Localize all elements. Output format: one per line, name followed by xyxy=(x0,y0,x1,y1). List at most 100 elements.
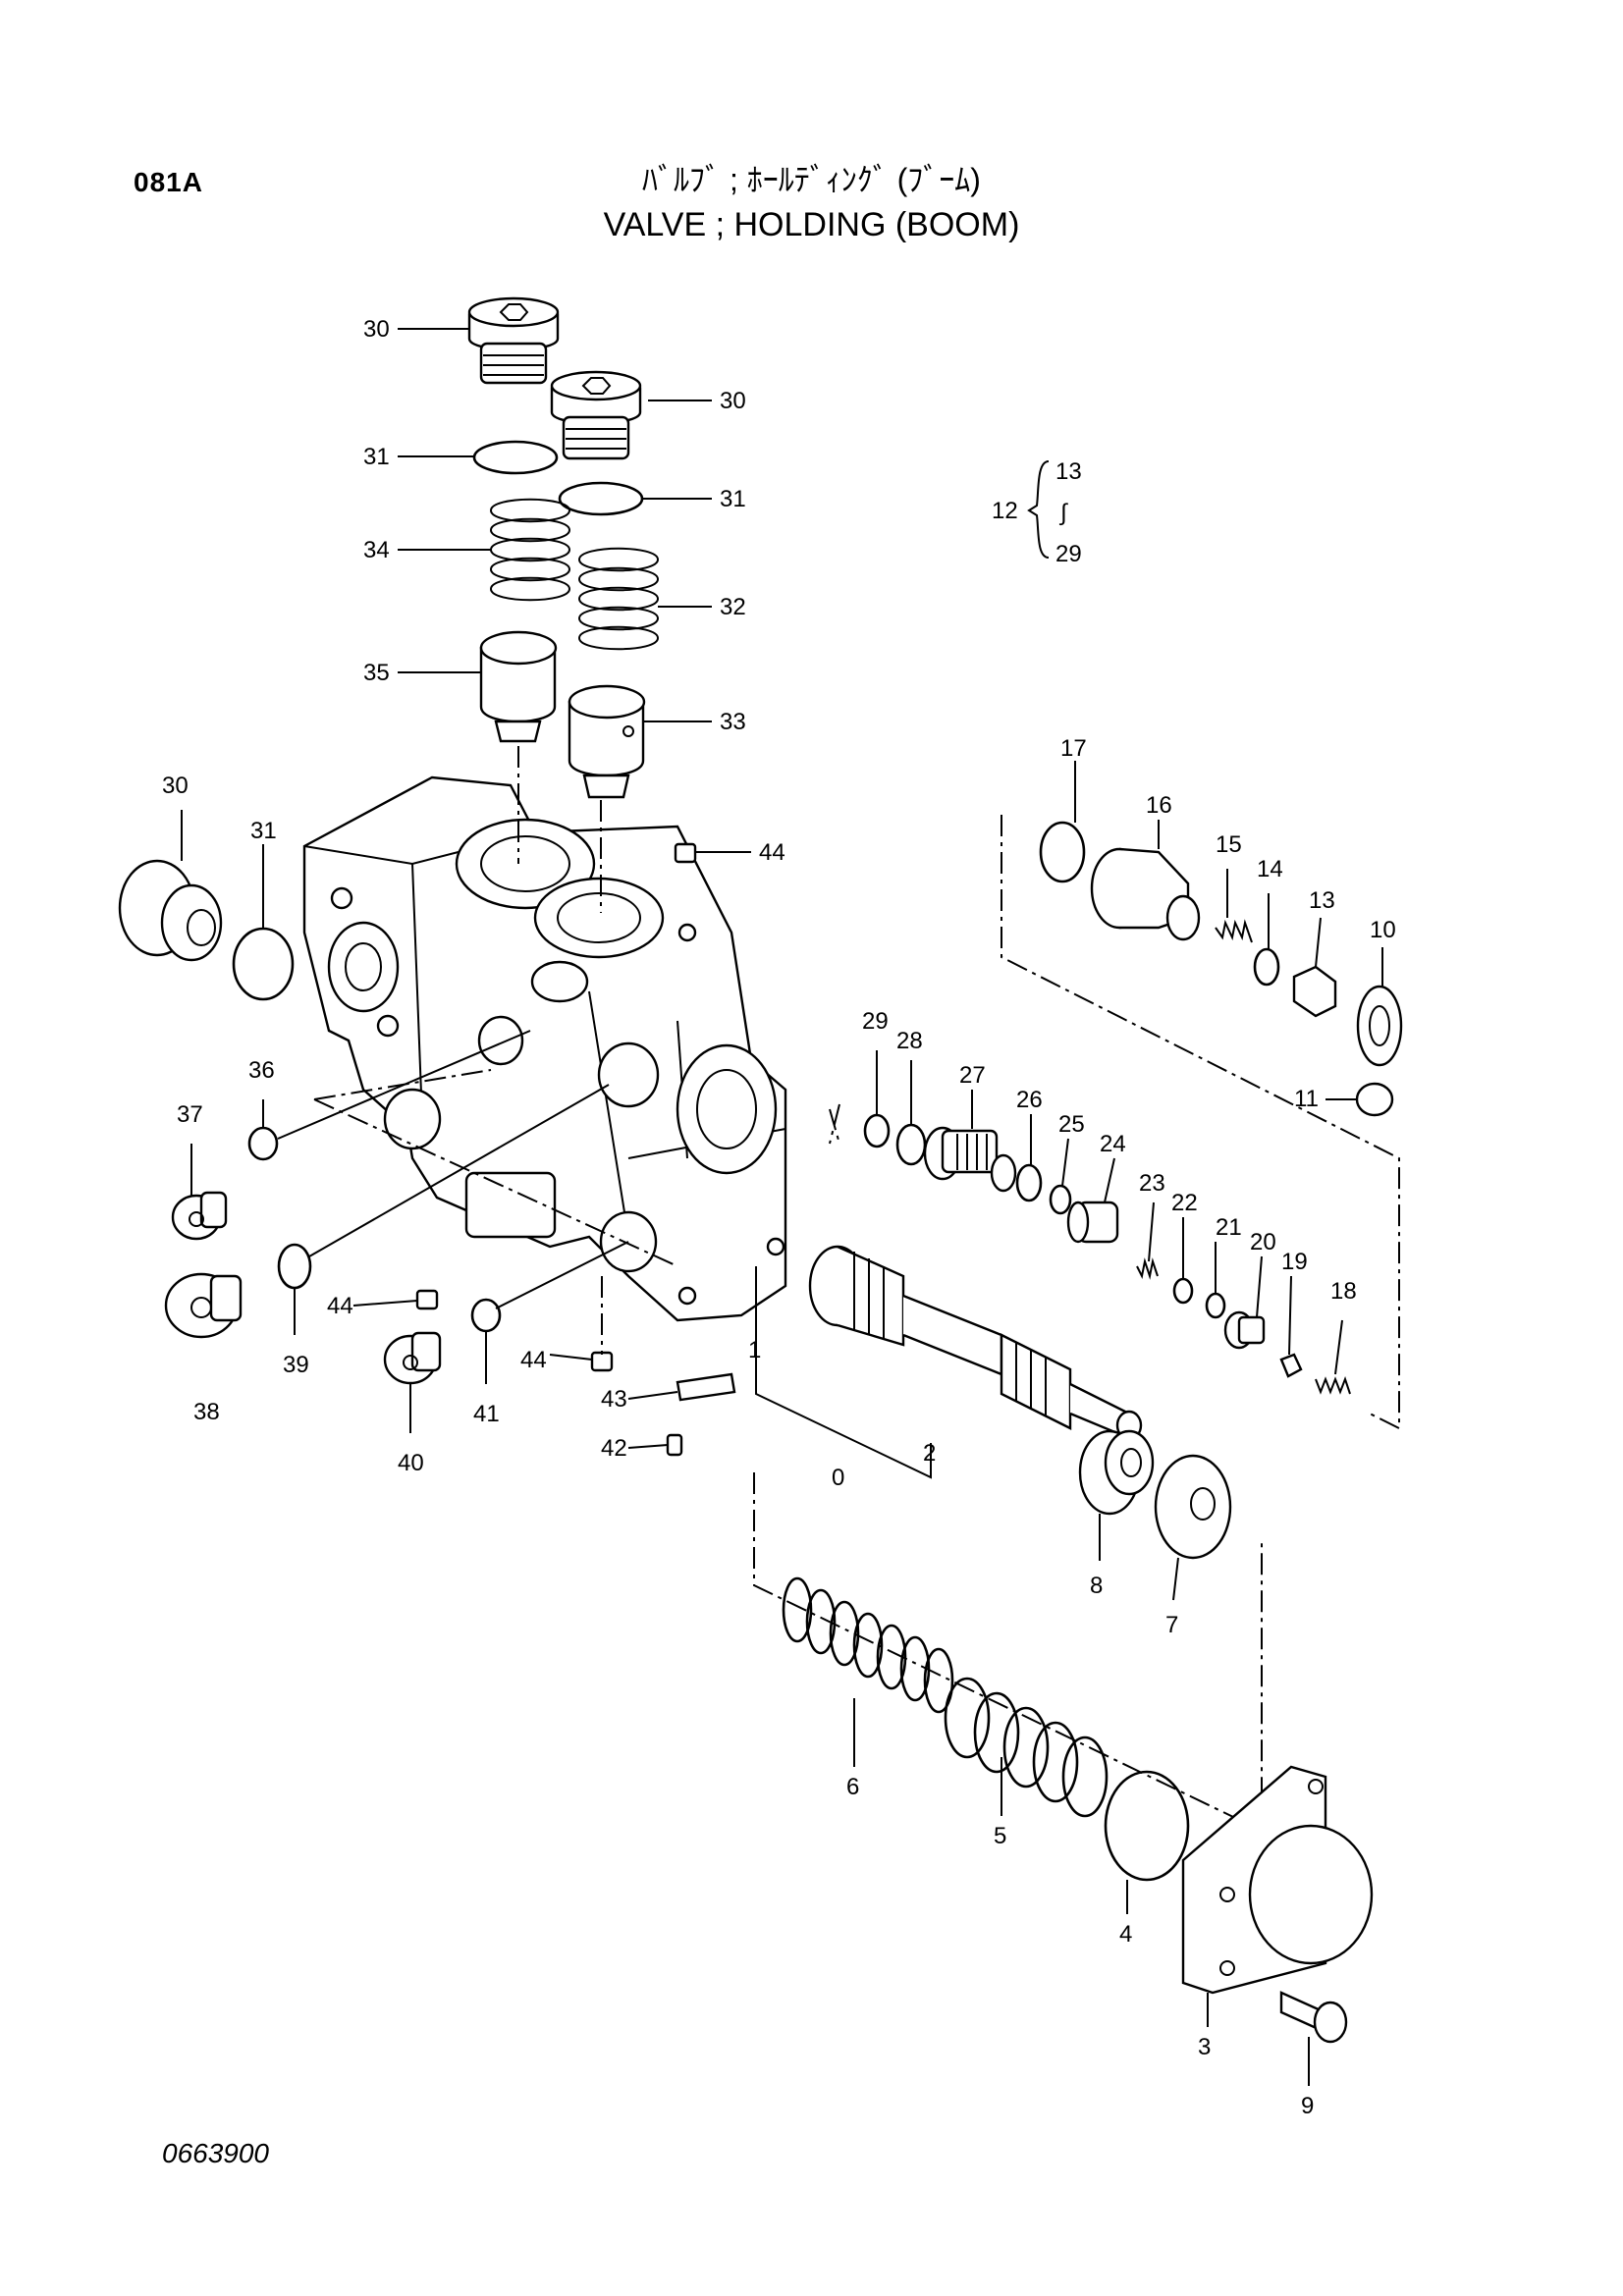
callout-7: 7 xyxy=(1165,1612,1178,1638)
screw-11 xyxy=(1340,1082,1394,1117)
callout-38: 38 xyxy=(193,1399,220,1425)
callout-8: 8 xyxy=(1090,1573,1103,1599)
set-note-to: 29 xyxy=(1055,541,1082,567)
callout-25: 25 xyxy=(1058,1111,1085,1138)
check-valve-27 xyxy=(923,1126,1017,1193)
callout-3: 3 xyxy=(1198,2034,1211,2060)
plug-20 xyxy=(1223,1310,1266,1350)
callout-29: 29 xyxy=(862,1008,889,1035)
callout-27: 27 xyxy=(959,1062,986,1089)
callout-30-top-right: 30 xyxy=(720,388,746,414)
set-note: 12 13 ∫ 29 xyxy=(992,458,1082,567)
callout-42: 42 xyxy=(601,1435,627,1462)
callout-16: 16 xyxy=(1146,792,1172,819)
spring-5 xyxy=(944,1677,1109,1818)
poppet-33 xyxy=(568,684,646,799)
callout-10: 10 xyxy=(1370,917,1396,943)
o-ring-31-top-left xyxy=(472,440,559,475)
callout-33: 33 xyxy=(720,709,746,735)
callout-40: 40 xyxy=(398,1450,424,1476)
callout-0: 0 xyxy=(832,1465,844,1491)
spring-seat-8 xyxy=(1078,1429,1155,1516)
guide-line-left-c xyxy=(495,1241,629,1309)
o-ring-26 xyxy=(1015,1163,1043,1202)
callout-18: 18 xyxy=(1330,1278,1357,1305)
callout-4: 4 xyxy=(1119,1921,1132,1948)
plug-44-left xyxy=(415,1289,439,1310)
title-english: VALVE ; HOLDING (BOOM) xyxy=(603,206,1020,243)
callout-6: 6 xyxy=(846,1774,859,1800)
callout-24: 24 xyxy=(1100,1131,1126,1157)
plug-44-top xyxy=(674,842,697,864)
leader-lines xyxy=(181,328,1383,2086)
spring-18 xyxy=(1315,1376,1351,1395)
callout-13: 13 xyxy=(1309,887,1335,914)
plug-40 xyxy=(383,1331,442,1385)
callout-23: 23 xyxy=(1139,1170,1165,1197)
plug-30-top-left xyxy=(467,296,560,385)
o-ring-17 xyxy=(1039,821,1086,883)
spool-0-2 xyxy=(808,1245,1143,1441)
callout-31-top-left: 31 xyxy=(363,444,390,470)
ring-28 xyxy=(895,1123,927,1166)
callout-19: 19 xyxy=(1281,1249,1308,1275)
guide-frame-upper-right xyxy=(1001,815,1400,1430)
ring-21 xyxy=(1205,1292,1226,1319)
callout-34: 34 xyxy=(363,537,390,563)
callout-26: 26 xyxy=(1016,1087,1043,1113)
callout-31-top-right: 31 xyxy=(720,486,746,512)
cap-10 xyxy=(1356,985,1403,1067)
o-ring-36 xyxy=(247,1126,279,1161)
set-note-parent: 12 xyxy=(992,498,1018,524)
guide-line-left-d xyxy=(313,1069,678,1267)
set-note-brace xyxy=(1027,460,1050,559)
drawing-number: 0663900 xyxy=(162,2138,270,2168)
o-ring-41 xyxy=(470,1298,502,1333)
plug-37 xyxy=(171,1191,228,1241)
callout-1: 1 xyxy=(748,1337,761,1363)
valve-body xyxy=(302,775,787,1322)
washer-14 xyxy=(1253,947,1280,987)
valve-seat-16 xyxy=(1090,847,1201,941)
callout-31-left: 31 xyxy=(250,818,277,844)
set-note-range-symbol: ∫ xyxy=(1058,500,1068,526)
guide-line-left-b xyxy=(308,1084,610,1257)
callout-44-top: 44 xyxy=(759,839,785,866)
plug-30-left xyxy=(118,859,223,962)
callout-17: 17 xyxy=(1060,735,1087,762)
callout-30-top-left: 30 xyxy=(363,316,390,343)
spring-34 xyxy=(490,498,571,602)
pin-19 xyxy=(1279,1353,1303,1378)
plug-44-bottom xyxy=(590,1351,614,1372)
set-note-from: 13 xyxy=(1055,458,1082,485)
screw-42 xyxy=(666,1433,683,1457)
bolt-9 xyxy=(1279,1991,1348,2044)
o-ring-4 xyxy=(1104,1770,1190,1882)
cover-3 xyxy=(1181,1765,1374,1995)
spring-23 xyxy=(1136,1257,1159,1280)
callout-35: 35 xyxy=(363,660,390,686)
callout-37: 37 xyxy=(177,1101,203,1128)
nut-13 xyxy=(1292,965,1337,1018)
plug-38 xyxy=(164,1272,243,1339)
callout-30-left: 30 xyxy=(162,773,189,799)
section-code: 081A xyxy=(134,167,203,197)
o-ring-29 xyxy=(863,1113,891,1148)
callout-32: 32 xyxy=(720,594,746,620)
callout-22: 22 xyxy=(1171,1190,1198,1216)
poppet-35 xyxy=(479,630,558,743)
guide-frame-bottom xyxy=(753,1472,1263,1833)
o-ring-31-left xyxy=(232,927,295,1001)
callout-14: 14 xyxy=(1257,856,1283,882)
callout-20: 20 xyxy=(1250,1229,1276,1255)
callout-39: 39 xyxy=(283,1352,309,1378)
plug-30-top-right xyxy=(550,370,642,460)
spring-15 xyxy=(1215,919,1253,943)
ring-22 xyxy=(1172,1277,1194,1305)
bracket-0-1-2 xyxy=(755,1266,932,1479)
ring-25 xyxy=(1049,1184,1072,1215)
callout-5: 5 xyxy=(994,1823,1006,1849)
callout-9: 9 xyxy=(1301,2093,1314,2119)
plate-43 xyxy=(676,1372,736,1402)
